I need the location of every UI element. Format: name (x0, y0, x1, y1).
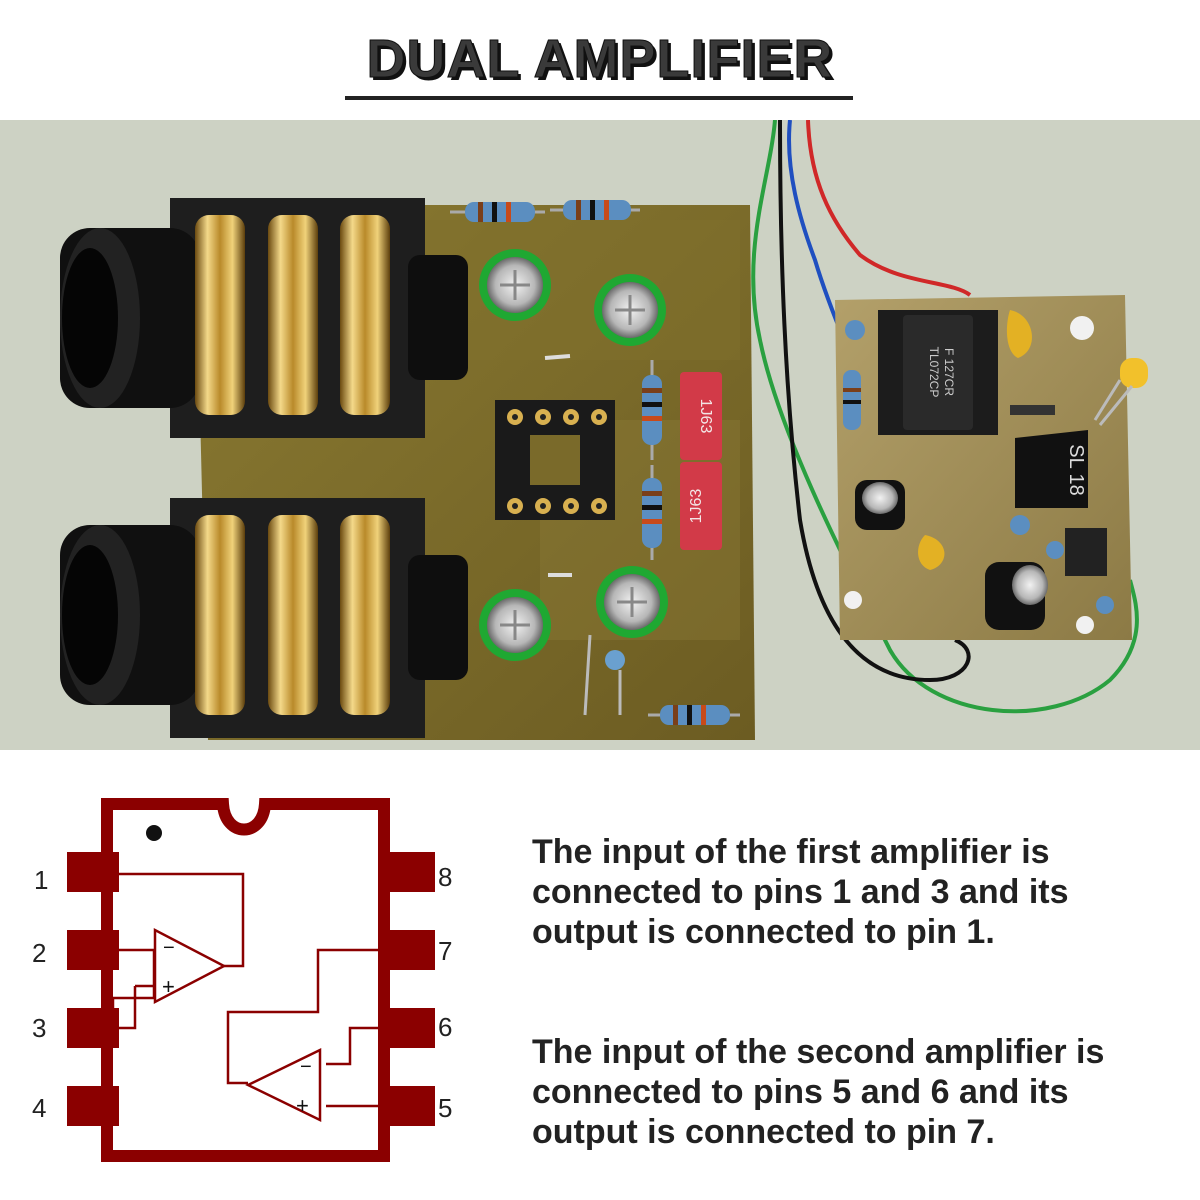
pin-number-5: 5 (438, 1093, 452, 1123)
film-capacitor-2-label: 1J63 (688, 489, 705, 524)
capacitor-3 (479, 589, 551, 661)
pin-number-1: 1 (34, 865, 48, 895)
tantalum-capacitor (1006, 310, 1032, 358)
led (1093, 358, 1148, 426)
op-amp-2-symbol: − + (245, 1048, 322, 1122)
ic-socket (495, 400, 615, 520)
internal-wiring (111, 872, 378, 1108)
pin-number-8: 8 (438, 862, 452, 892)
page-title: DUAL AMPLIFIER (366, 29, 834, 90)
title-underline (345, 96, 853, 100)
chip-marking-1: F 127CR (942, 348, 956, 396)
resistor-vertical-1 (642, 360, 662, 460)
transistor-label: SL 18 (1065, 444, 1087, 496)
capacitor-4 (596, 566, 668, 638)
pin-number-2: 2 (32, 938, 46, 968)
pin-5-pad (383, 1086, 435, 1126)
left-board: 1J63 1J63 (60, 198, 755, 740)
resistor-vertical-2 (642, 465, 662, 560)
op-amp-1-minus: − (163, 937, 175, 959)
op-amp-chip: F 127CR TL072CP (878, 310, 998, 435)
pin-1-dot (146, 825, 162, 841)
pin-6-pad (383, 1008, 435, 1048)
right-board: F 127CR TL072CP SL 18 (835, 295, 1148, 640)
circuit-board-photo: 1J63 1J63 (0, 120, 1200, 750)
film-capacitor-2: 1J63 (680, 462, 722, 550)
film-capacitor-1: 1J63 (680, 372, 722, 460)
amplifier-2-description: The input of the second amplifier is con… (532, 1033, 1105, 1151)
op-amp-2-plus: + (296, 1093, 309, 1118)
tantalum-capacitor-2 (918, 535, 945, 570)
pin-number-3: 3 (32, 1013, 46, 1043)
pin-8-pad (383, 852, 435, 892)
small-capacitor (583, 634, 625, 716)
audio-jack-top (60, 198, 468, 438)
op-amp-pinout-diagram: − + − + 1 2 3 4 8 7 6 5 (32, 798, 452, 1162)
pin-number-6: 6 (438, 1012, 452, 1042)
chip-outline (101, 798, 390, 1162)
wire-links (544, 354, 572, 577)
electrolytic-capacitor-small (855, 480, 905, 530)
electrolytic-capacitor-small-2 (985, 562, 1048, 630)
op-amp-2-minus: − (300, 1056, 312, 1078)
pin-numbers-right: 8 7 6 5 (438, 862, 452, 1123)
op-amp-1-symbol: − + (153, 927, 227, 1005)
capacitor-1 (479, 249, 551, 321)
chip-marking-2: TL072CP (927, 347, 941, 398)
pin-numbers-left: 1 2 3 4 (32, 865, 48, 1123)
pins-right (383, 852, 435, 1126)
amplifier-1-description: The input of the first amplifier is conn… (532, 833, 1069, 951)
title-area: DUAL AMPLIFIER (0, 0, 1200, 120)
op-amp-1-plus: + (162, 974, 175, 999)
resistor-top-2 (550, 200, 640, 220)
diode (1010, 405, 1055, 415)
capacitor-2 (594, 274, 666, 346)
transistor-2 (1065, 528, 1107, 576)
resistor-bottom (648, 705, 740, 725)
transistor: SL 18 (1015, 430, 1088, 508)
pin-7-pad (383, 930, 435, 970)
small-cap-right (845, 320, 865, 340)
audio-jack-bottom (60, 498, 468, 738)
film-capacitor-1-label: 1J63 (697, 399, 714, 434)
resistor-top-1 (450, 202, 545, 222)
pin-number-7: 7 (438, 936, 452, 966)
pin-number-4: 4 (32, 1093, 46, 1123)
